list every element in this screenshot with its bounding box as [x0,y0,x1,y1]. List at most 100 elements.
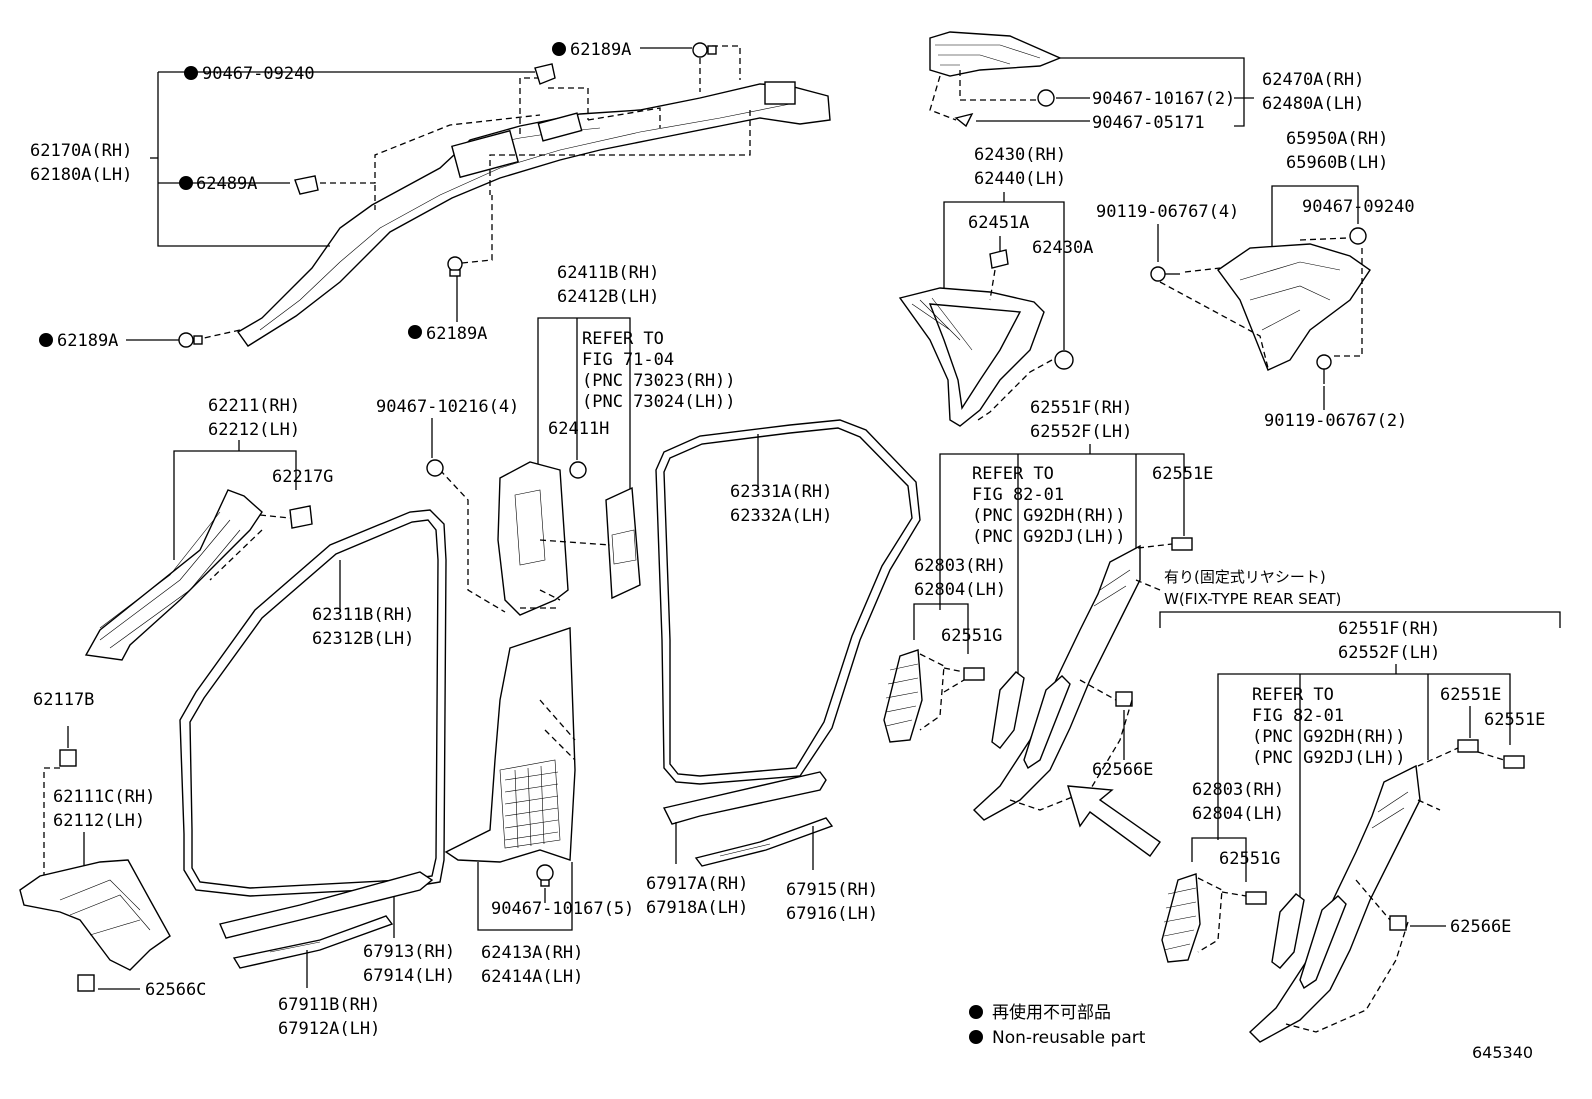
part-number-label: 90467-09240 [1302,197,1415,217]
fix-type-rear-seat-group: 有り(固定式リヤシート) W(FIX-TYPE REAR SEAT) 62551… [1159,568,1561,1043]
rear-scuff-group: 67917A(RH) 67918A(LH) 67915(RH) 67916(LH… [646,771,878,924]
part-number-label: 62551E [1484,710,1545,730]
clip-icon [692,42,717,58]
non-reusable-dot-icon [969,1030,983,1044]
clip-icon [1037,89,1055,107]
center-pillar-lower-part [444,627,576,863]
part-number-label: 67912A(LH) [278,1019,380,1039]
center-pillar-upper-part [497,461,569,616]
reference-note: FIG 82-01 [972,485,1064,505]
part-number-label: 62551E [1440,685,1501,705]
front-pillar-group: 62211(RH) 62212(LH) 62217G 62311B(RH) 62… [84,396,921,897]
quarter-window-trim-group: 62430(RH) 62440(LH) 62451A 62430A [898,145,1093,427]
reference-note: (PNC G92DH(RH)) [972,506,1126,526]
speaker-grille-part [1161,873,1201,963]
part-number-label: 62551F(RH) [1338,619,1440,639]
rear-scuff-plate-part [662,771,827,825]
part-number-label: 62189A [570,40,631,60]
part-number-label: 62804(LH) [914,580,1006,600]
clip-icon [989,249,1009,269]
part-number-label: 62470A(RH) [1262,70,1364,90]
part-number-label: 62803(RH) [1192,780,1284,800]
roof-side-garnish-group: 62189A 90467-09240 62170A(RH) 62180A(LH)… [30,40,831,351]
part-number-label: 67913(RH) [363,942,455,962]
part-number-label: 62211(RH) [208,396,300,416]
seatbelt-cover-part [605,486,641,600]
clip-icon [59,749,77,767]
part-number-label: 62414A(LH) [481,967,583,987]
part-number-label: 62803(RH) [914,556,1006,576]
part-number-label: 90119-06767(4) [1096,202,1239,222]
clip-icon [1389,915,1407,931]
seatbelt-cover-part [991,671,1025,749]
non-reusable-dot-icon [184,66,198,80]
part-number-label: 62566E [1092,760,1153,780]
clip-icon [426,459,444,477]
legend-label-en: Non-reusable part [992,1028,1146,1048]
part-number-label: 65950A(RH) [1286,129,1388,149]
part-number-label: 62440(LH) [974,169,1066,189]
front-scuff-plate-part [219,871,434,939]
part-number-label: 90467-10167(2) [1092,89,1235,109]
part-number-label: 62551G [1219,849,1280,869]
non-reusable-dot-icon [39,333,53,347]
non-reusable-dot-icon [969,1005,983,1019]
part-number-label: 67915(RH) [786,880,878,900]
clip-icon [77,974,95,992]
back-door-trim-part [929,31,1062,77]
part-number-label: 62170A(RH) [30,141,132,161]
clip-icon [289,505,313,529]
clip-icon [536,864,554,887]
part-number-label: 90467-10167(5) [491,899,634,919]
reference-note: REFER TO [1252,685,1334,705]
seatbelt-cover-part [1271,893,1305,969]
cowl-side-group: 62117B 62111C(RH) 62112(LH) 62566C 67913… [19,690,455,1039]
part-number-label: 62552F(LH) [1030,422,1132,442]
legend: 再使用不可部品 Non-reusable part [969,1002,1146,1048]
part-number-label: 62312B(LH) [312,629,414,649]
center-pillar-group: 62411B(RH) 62412B(LH) REFER TO FIG 71-04… [376,263,736,987]
part-number-label: 62430(RH) [974,145,1066,165]
clip-icon [447,256,463,277]
clip-icon [1503,755,1525,769]
figure-number: 645340 [1472,1043,1533,1062]
reference-note: FIG 82-01 [1252,706,1344,726]
part-number-label: 62117B [33,690,94,710]
part-number-label: 62217G [272,467,333,487]
part-number-label: 67917A(RH) [646,874,748,894]
part-number-label: 67916(LH) [786,904,878,924]
part-number-label: 62189A [57,331,118,351]
roof-side-garnish-part [236,83,831,347]
part-number-label: 62804(LH) [1192,804,1284,824]
reference-note: (PNC 73024(LH)) [582,392,736,412]
front-door-weatherstrip-part [179,509,447,897]
clip-icon [954,112,974,128]
part-number-label: 62111C(RH) [53,787,155,807]
clip-icon [1457,739,1479,753]
speaker-grille-part [883,649,923,743]
part-number-label: 62212(LH) [208,420,300,440]
part-number-label: 62552F(LH) [1338,643,1440,663]
part-number-label: 62480A(LH) [1262,94,1364,114]
non-reusable-dot-icon [179,176,193,190]
part-number-label: 62566E [1450,917,1511,937]
part-number-label: 62566C [145,980,206,1000]
part-number-label: 62489A [196,174,257,194]
forward-direction-arrow-icon [1067,785,1161,857]
part-number-label: 62311B(RH) [312,605,414,625]
quarter-lower-trim-group-a: 62551F(RH) 62552F(LH) REFER TO FIG 82-01… [883,398,1213,857]
rear-step-cover-part [694,817,834,867]
cowl-side-trim-part [19,859,171,971]
reference-note: (PNC G92DH(RH)) [1252,727,1406,747]
part-number-label: 62413A(RH) [481,943,583,963]
reference-note: FIG 71-04 [582,350,674,370]
rear-door-weatherstrip-part [655,419,921,785]
legend-label-jp: 再使用不可部品 [992,1002,1111,1023]
quarter-upper-trim-part [1217,243,1371,371]
part-number-label: 67911B(RH) [278,995,380,1015]
clip-icon [1349,227,1367,245]
part-number-label: 90467-09240 [202,64,315,84]
part-number-label: 62551F(RH) [1030,398,1132,418]
part-number-label: 90467-05171 [1092,113,1205,133]
